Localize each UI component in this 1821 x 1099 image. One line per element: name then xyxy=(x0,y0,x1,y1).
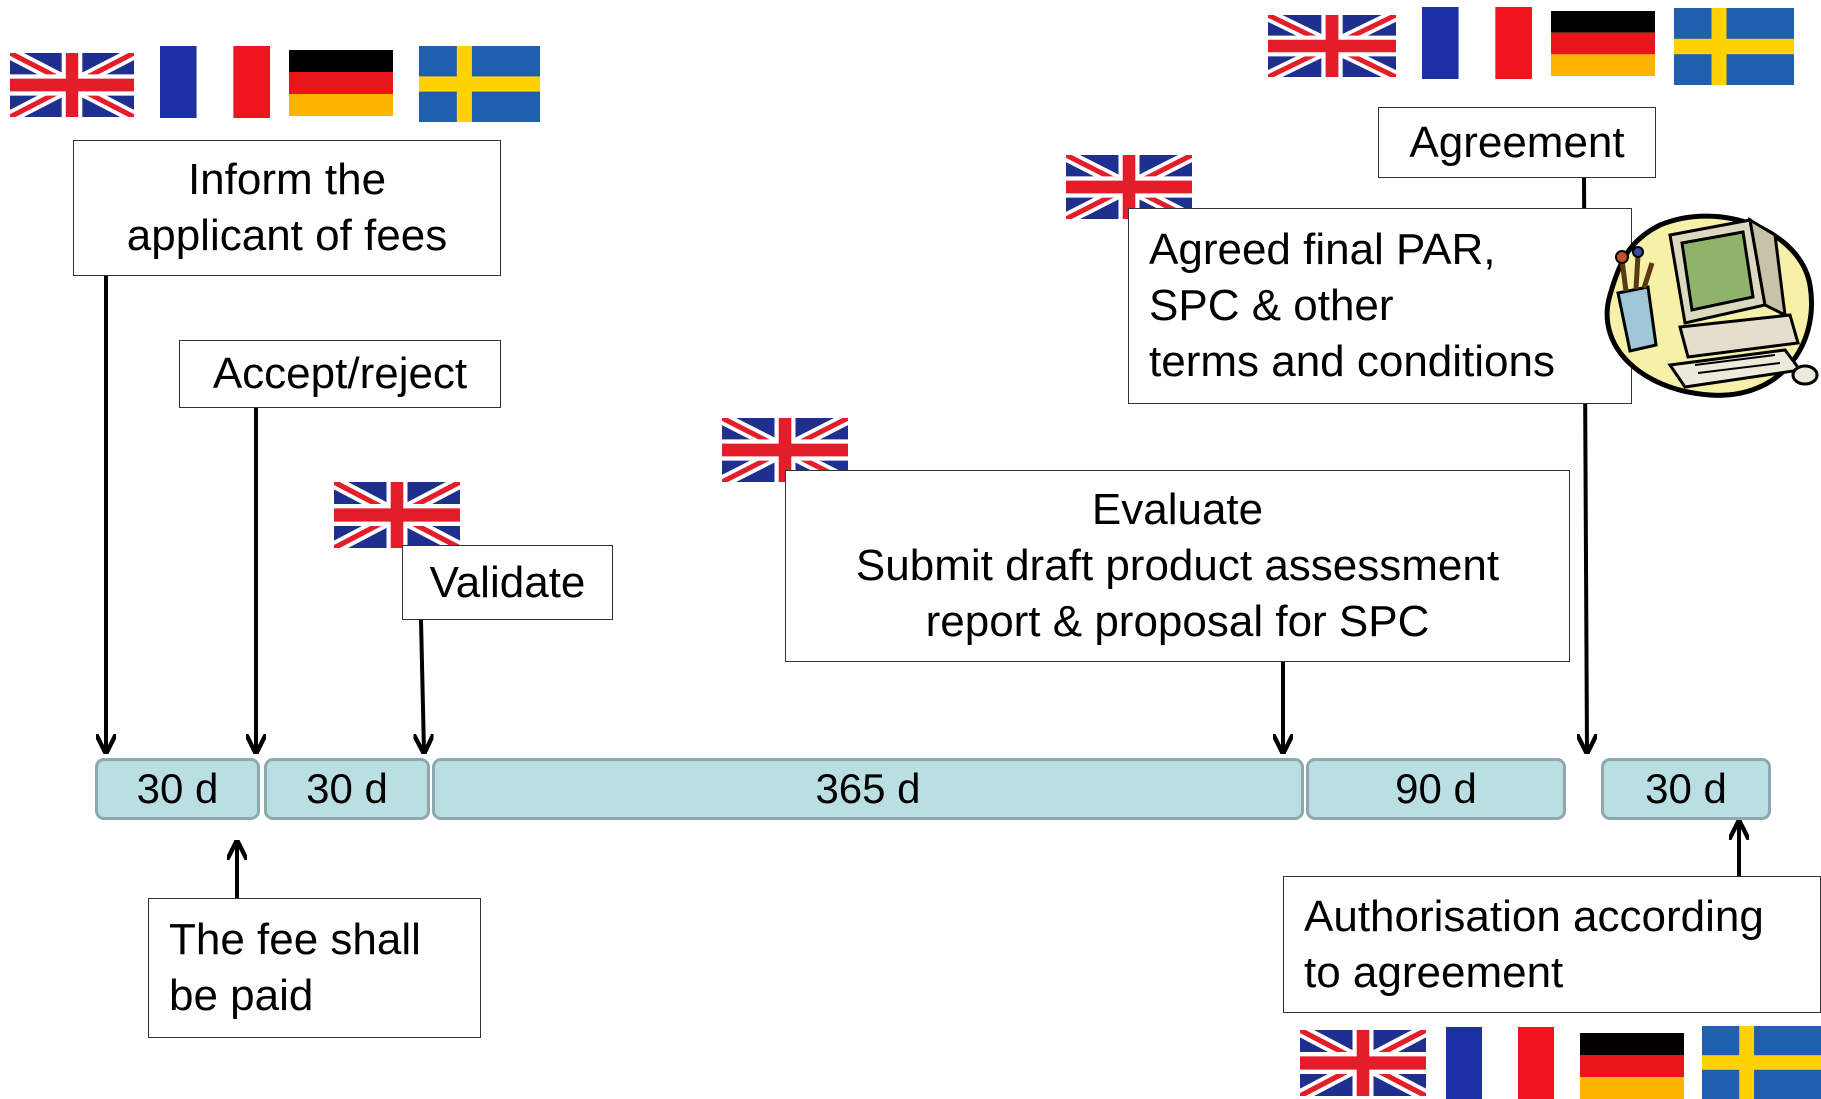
agreement-box: Agreement xyxy=(1378,107,1656,178)
agreed-final-line-3: terms and conditions xyxy=(1149,337,1555,386)
timeline-segment: 365 d xyxy=(432,758,1304,820)
segment-label: 30 d xyxy=(136,765,219,812)
agreed-final-line-2: SPC & other xyxy=(1149,281,1394,330)
inform-applicant-box: Inform the applicant of fees xyxy=(73,140,501,276)
evaluate-line-3: report & proposal for SPC xyxy=(925,597,1430,646)
uk-flag-icon xyxy=(334,482,460,548)
accept-reject-box: Accept/reject xyxy=(179,340,501,408)
accept-reject-label: Accept/reject xyxy=(212,349,468,398)
segment-label: 30 d xyxy=(1645,765,1727,812)
evaluate-box: Evaluate Submit draft product assessment… xyxy=(785,470,1570,662)
timeline-segment: 30 d xyxy=(95,758,260,820)
fee-paid-box: The fee shall be paid xyxy=(148,898,481,1038)
uk-flag-icon xyxy=(1300,1030,1426,1096)
authorisation-line-1: Authorisation according xyxy=(1304,891,1764,941)
fee-line-1: The fee shall xyxy=(169,915,421,964)
germany-flag-icon xyxy=(1580,1033,1684,1099)
fee-line-2: be paid xyxy=(169,971,314,1020)
timeline-segment: 30 d xyxy=(264,758,430,820)
inform-line-1: Inform the xyxy=(187,155,387,204)
france-flag-icon xyxy=(1446,1027,1554,1099)
authorisation-line-2: to agreement xyxy=(1304,947,1564,997)
uk-flag-icon xyxy=(1268,15,1396,77)
agreed-final-box: Agreed final PAR, SPC & other terms and … xyxy=(1128,208,1632,404)
timeline-segment: 90 d xyxy=(1306,758,1566,820)
segment-label: 90 d xyxy=(1395,765,1477,812)
agreed-final-line-1: Agreed final PAR, xyxy=(1149,225,1496,274)
uk-flag-icon xyxy=(10,53,134,117)
inform-line-2: applicant of fees xyxy=(126,211,448,260)
evaluate-line-1: Evaluate xyxy=(1091,485,1264,534)
sweden-flag-icon xyxy=(1674,8,1794,85)
segment-label: 30 d xyxy=(306,765,388,812)
france-flag-icon xyxy=(1422,7,1532,79)
timeline-segment: 30 d xyxy=(1601,758,1771,820)
sweden-flag-icon xyxy=(1702,1026,1821,1099)
arrow-validate xyxy=(421,619,424,752)
sweden-flag-icon xyxy=(419,46,540,122)
computer-clipart-icon xyxy=(1604,213,1819,398)
france-flag-icon xyxy=(160,46,270,118)
authorisation-box: Authorisation according to agreement xyxy=(1283,876,1821,1013)
germany-flag-icon xyxy=(1551,11,1655,76)
evaluate-line-2: Submit draft product assessment xyxy=(855,541,1500,590)
validate-label: Validate xyxy=(429,557,586,607)
agreement-label: Agreement xyxy=(1409,117,1625,167)
germany-flag-icon xyxy=(289,50,393,116)
validate-box: Validate xyxy=(402,545,613,620)
segment-label: 365 d xyxy=(815,765,921,812)
